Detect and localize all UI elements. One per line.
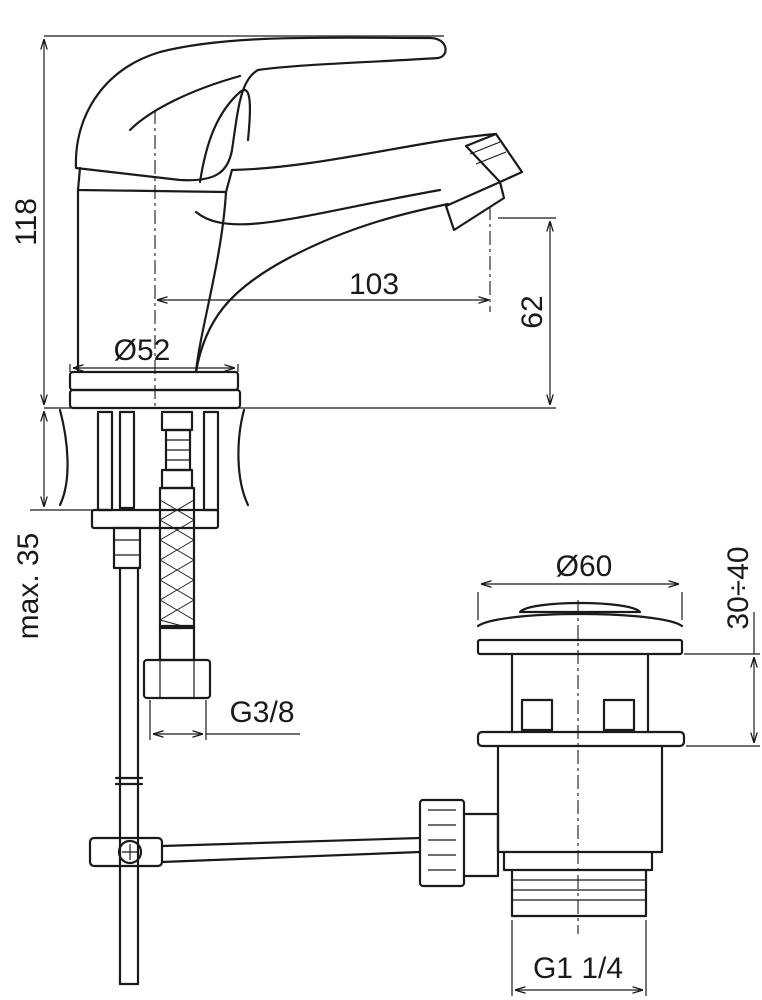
dim-g114-label: G1 1/4 — [533, 952, 623, 985]
dim-g38-label: G3/8 — [229, 696, 294, 729]
dim-d52-label: Ø52 — [114, 334, 171, 367]
countertop-section — [58, 408, 250, 507]
flexible-hose — [142, 486, 212, 700]
dimension-lines — [30, 35, 760, 996]
dim-max35-label: max. 35 — [12, 533, 45, 640]
dim-30-40-label: 30÷40 — [722, 546, 755, 629]
pop-up-rod — [88, 566, 422, 986]
center-lines — [154, 110, 579, 934]
faucet-underside — [90, 410, 220, 570]
dim-118-label: 118 — [10, 198, 43, 246]
dim-d60-label: Ø60 — [556, 550, 613, 583]
pop-up-waste — [418, 601, 686, 918]
dim-62-label: 62 — [516, 295, 549, 328]
dimension-labels: 118 103 62 Ø52 max. 35 G3/8 Ø60 30÷40 G1… — [10, 198, 755, 985]
dim-103-label: 103 — [349, 268, 399, 301]
faucet-body — [68, 36, 524, 410]
